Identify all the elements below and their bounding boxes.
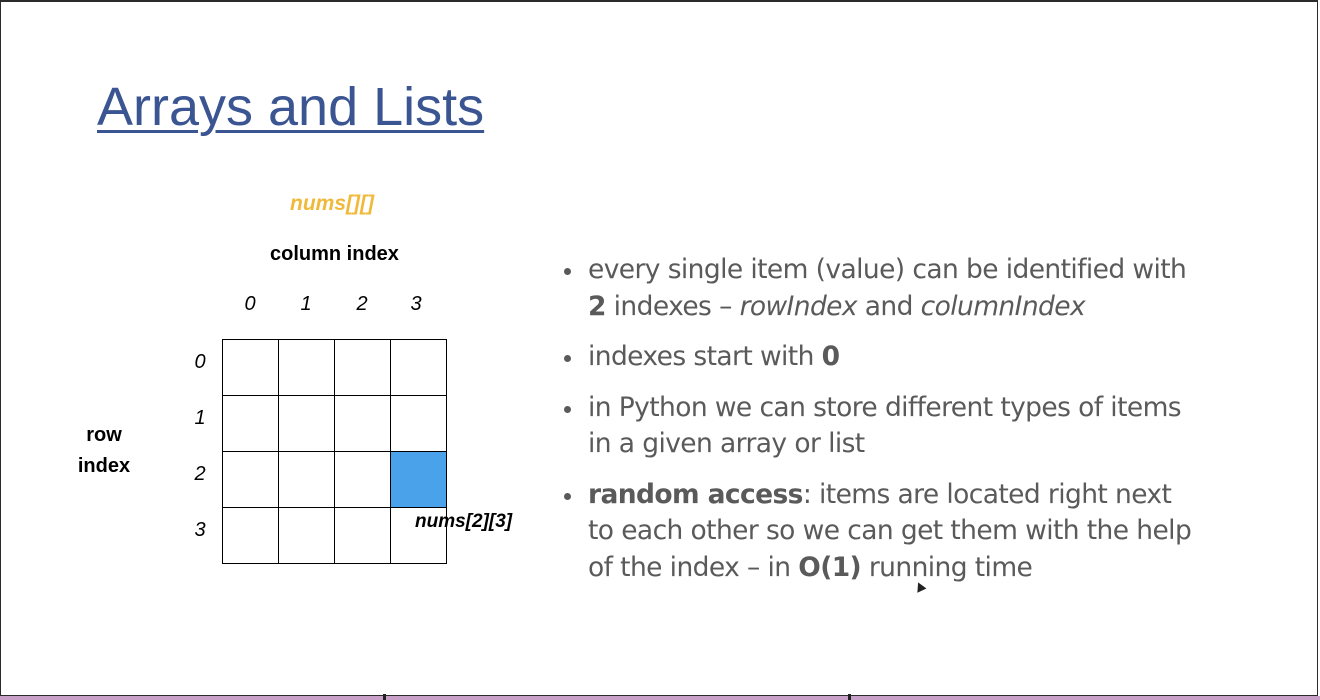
bullet-item: in Python we can store different types o… bbox=[562, 390, 1202, 463]
array-grid bbox=[222, 339, 447, 564]
grid-cell bbox=[391, 508, 447, 564]
grid-cell bbox=[223, 508, 279, 564]
bullet-text: indexes start with bbox=[588, 341, 822, 372]
row-index-label: 0 bbox=[194, 351, 206, 373]
timeline-marker bbox=[383, 694, 386, 700]
row-index-caption: row index bbox=[70, 420, 138, 482]
highlighted-cell-label: nums[2][3] bbox=[415, 511, 513, 532]
bullet-text: indexes – bbox=[605, 290, 740, 322]
slide-title: Arrays and Lists bbox=[97, 77, 485, 137]
column-index-caption: column index bbox=[270, 243, 399, 265]
row-caption-line: index bbox=[77, 455, 131, 477]
bullet-text: in Python we can store different types o… bbox=[588, 391, 1182, 460]
grid-cell bbox=[335, 508, 391, 564]
bullet-text: random access bbox=[588, 478, 803, 510]
bullet-text: and bbox=[856, 290, 921, 322]
row-index-label: 1 bbox=[194, 407, 206, 429]
bullet-text: 2 bbox=[588, 290, 606, 322]
grid-cell bbox=[223, 340, 279, 396]
bottom-border bbox=[0, 696, 1320, 700]
grid-cell bbox=[279, 508, 335, 564]
bullet-item: random access: items are located right n… bbox=[562, 477, 1202, 587]
column-index-label: 1 bbox=[300, 293, 312, 315]
bullet-item: every single item (value) can be identif… bbox=[562, 252, 1202, 325]
bullet-text: : items are located right next to each o… bbox=[588, 478, 1192, 583]
grid-cell bbox=[335, 452, 391, 508]
grid-cell bbox=[391, 396, 447, 452]
array-variable-name: nums[][] bbox=[290, 192, 374, 215]
bullet-text: rowIndex bbox=[739, 290, 858, 322]
timeline-marker bbox=[848, 694, 851, 700]
bullet-list: every single item (value) can be identif… bbox=[562, 252, 1202, 600]
bullet-text: O(1) bbox=[798, 551, 862, 583]
grid-cell bbox=[335, 396, 391, 452]
grid-cell bbox=[279, 452, 335, 508]
grid-cell bbox=[279, 396, 335, 452]
column-index-label: 2 bbox=[356, 293, 368, 315]
column-index-label: 3 bbox=[410, 293, 422, 315]
column-index-label: 0 bbox=[244, 293, 256, 315]
grid-cell bbox=[335, 340, 391, 396]
highlighted-grid-cell bbox=[391, 452, 447, 508]
row-caption-line: row bbox=[86, 424, 122, 446]
grid-cell bbox=[223, 452, 279, 508]
grid-cell bbox=[223, 396, 279, 452]
grid-cell bbox=[391, 340, 447, 396]
bullet-text: every single item (value) can be identif… bbox=[588, 254, 1187, 285]
bullet-text: running time bbox=[861, 551, 1033, 583]
row-index-label: 3 bbox=[194, 519, 206, 541]
grid-cell bbox=[279, 340, 335, 396]
bullet-item: indexes start with 0 bbox=[562, 339, 1202, 376]
row-index-label: 2 bbox=[194, 463, 206, 485]
bullet-text: columnIndex bbox=[920, 290, 1086, 322]
bullet-text: 0 bbox=[821, 341, 840, 372]
